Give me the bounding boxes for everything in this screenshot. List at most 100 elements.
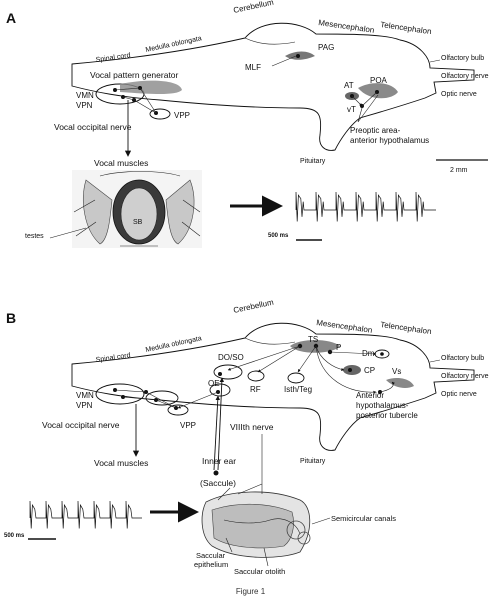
waveB-trace <box>29 500 142 529</box>
brain-outline-b <box>71 322 475 451</box>
preoptic-pointer-a <box>357 94 379 123</box>
panel-b: B Cerebellum Mesencephalon Telencephalon… <box>4 298 489 576</box>
pituitary-label-b: Pituitary <box>300 458 326 465</box>
muscles-label-b: Vocal muscles <box>94 458 148 468</box>
vmn-label-a: VMN <box>76 91 94 100</box>
swim-bladder-illustration <box>72 170 202 248</box>
vs-label: Vs <box>392 367 401 376</box>
oe-vpp-arrow <box>177 391 219 409</box>
waveform-b <box>29 500 142 529</box>
telencephalon-label-a: Telencephalon <box>380 20 432 36</box>
vpp-ellipse-b <box>167 404 189 416</box>
pag-label-a: PAG <box>318 43 334 52</box>
pituitary-label-a: Pituitary <box>300 158 326 165</box>
spinal-cord-label-a: Spinal cord <box>95 52 131 64</box>
semicircular-label: Semicircular canals <box>331 514 396 523</box>
scale-label-a: 2 mm <box>450 167 468 174</box>
mesencephalon-label-b: Mesencephalon <box>316 318 373 335</box>
vpp-label-b: VPP <box>180 421 196 430</box>
cerebellum-line-a <box>244 37 296 45</box>
spinal-cord-label-b: Spinal cord <box>95 352 131 364</box>
ahpt-label-3: posterior tubercle <box>356 411 418 420</box>
cerebellum-line-b <box>244 337 296 345</box>
ts-ahpt-arrow <box>315 345 377 394</box>
vpg-connections-b <box>114 389 177 409</box>
ant-hypo-label-a: anterior hypothalamus <box>350 136 429 145</box>
cp-neuron <box>348 368 352 372</box>
rf-label: RF <box>250 385 261 394</box>
preoptic-label-a: Preoptic area- <box>350 126 401 135</box>
vpn-label-b: VPN <box>76 401 93 410</box>
ts-doso-arrow <box>227 345 301 371</box>
vpp-ellipse-a <box>149 108 171 120</box>
olf-bulb-pointer-a <box>429 59 441 63</box>
panel-a: A Cerebellum Mesencephalon Telencephalon… <box>6 0 489 248</box>
semicircular-pointer <box>311 517 331 525</box>
ms-label-b: 500 ms <box>4 533 25 539</box>
occipital-label-a: Vocal occipital nerve <box>54 122 132 132</box>
medulla-label-b: Medulla oblongata <box>145 335 203 354</box>
medulla-label-a: Medulla oblongata <box>145 35 203 54</box>
doso-label: DO/SO <box>218 353 244 362</box>
isth-ellipse <box>287 372 305 384</box>
p-dm-arrow <box>329 351 377 356</box>
muscles-label-a: Vocal muscles <box>94 158 148 168</box>
olf-bulb-label-a: Olfactory bulb <box>441 55 484 62</box>
ts-label: TS <box>308 335 318 344</box>
vs-shading <box>386 378 414 388</box>
vt-connections-a <box>351 91 378 106</box>
vmn-label-b: VMN <box>76 391 94 400</box>
brain-outline-a <box>71 22 475 151</box>
panel-a-letter: A <box>6 10 16 26</box>
optic-nerve-label-b: Optic nerve <box>441 391 477 398</box>
doso-ellipse <box>213 364 243 380</box>
oe-label: OE <box>208 379 220 388</box>
ms-label-a: 500 ms <box>268 233 289 239</box>
sacc-epi-pointer <box>225 537 233 553</box>
panel-b-letter: B <box>6 310 16 326</box>
at-label-a: AT <box>344 81 354 90</box>
mlf-line-a <box>271 55 297 67</box>
figure-caption: Figure 1 <box>235 587 266 596</box>
saccule-oe-arrow <box>213 395 221 471</box>
inner-ear-label-1: Inner ear <box>202 456 236 466</box>
testes-label: testes <box>25 233 44 240</box>
inner-ear-illustration <box>201 483 311 558</box>
sb-label: SB <box>133 219 143 226</box>
saccule-neuron <box>213 470 219 476</box>
optic-nerve-label-a: Optic nerve <box>441 91 477 98</box>
olf-nerve-label-a: Olfactory nerve <box>441 73 489 80</box>
vmn-vpn-ellipse-b <box>95 383 145 405</box>
olf-nerve-label-b: Olfactory nerve <box>441 373 489 380</box>
vpn-label-a: VPN <box>76 101 93 110</box>
ts-cp-arrow <box>315 345 345 371</box>
poa-label-a: POA <box>370 76 388 85</box>
waveform-a <box>295 191 436 222</box>
vpp-label-a: VPP <box>174 111 190 120</box>
dm-neuron <box>380 352 384 356</box>
rf-ellipse <box>247 370 265 382</box>
pag-neuron-a <box>296 54 300 58</box>
viii-label: VIIIth nerve <box>230 422 274 432</box>
cerebellum-label-a: Cerebellum <box>233 0 275 15</box>
sacc-oto-pointer <box>263 547 269 567</box>
telencephalon-label-b: Telencephalon <box>380 320 432 336</box>
olf-bulb-pointer-b <box>429 359 441 363</box>
p-label: P <box>336 343 341 352</box>
occipital-label-b: Vocal occipital nerve <box>42 420 120 430</box>
sacc-epi-label-2: epithelium <box>194 560 228 569</box>
doso-neuron <box>218 372 222 376</box>
ts-rf-arrow <box>257 345 301 373</box>
vt-label-a: vT <box>347 105 356 114</box>
vpg-ellipse-b <box>145 390 179 406</box>
vpg-connections-a <box>114 87 157 114</box>
inner-ear-label-2: (Saccule) <box>200 478 236 488</box>
cerebellum-label-b: Cerebellum <box>233 298 275 315</box>
ahpt-vs-arrow <box>379 381 395 393</box>
vpg-label-a: Vocal pattern generator <box>90 70 179 80</box>
ahpt-label-2: hypothalamus- <box>356 401 409 410</box>
vpg-shading-a <box>120 80 182 94</box>
sacc-epi-label-1: Saccular <box>196 551 226 560</box>
waveA-trace <box>295 191 436 222</box>
